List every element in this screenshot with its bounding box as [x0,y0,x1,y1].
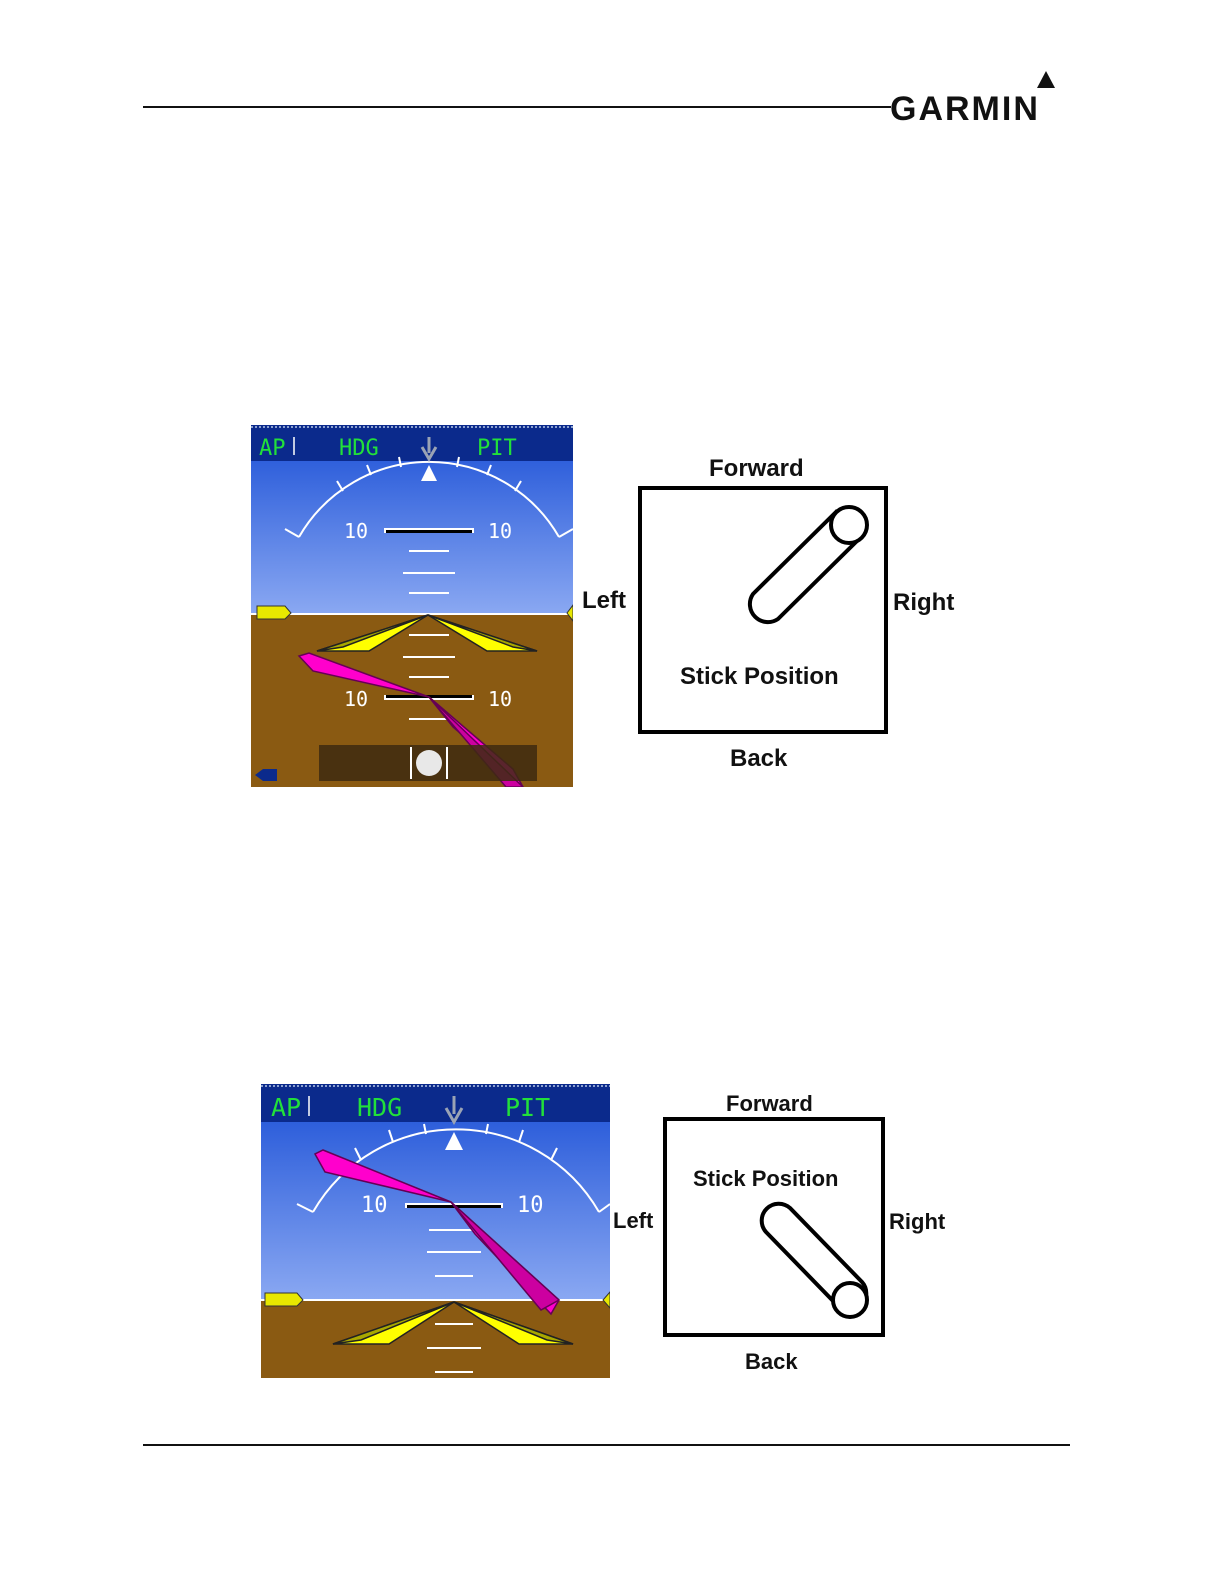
annunciator-pit: PIT [477,436,517,461]
label-back: Back [730,745,788,772]
label-right: Right [889,1209,946,1234]
stick-caption: Stick Position [680,663,839,690]
garmin-wordmark: GARMIN [890,90,1040,124]
annunciator-ap: AP [259,436,286,461]
label-left: Left [613,1208,654,1233]
pfd-display-1: AP HDG PIT 10 [251,425,573,787]
pitch-marker-left [265,1293,303,1306]
label-back: Back [745,1349,798,1374]
stick-icon [750,507,867,622]
pfd-display-2: AP HDG PIT 10 10 [261,1084,610,1378]
label-forward: Forward [709,455,804,482]
garmin-logo: GARMIN [890,68,1070,124]
slip-ball [416,750,442,776]
pitch-marker-left [257,606,291,619]
stick-caption: Stick Position [693,1166,838,1191]
annunciator-pit: PIT [505,1093,550,1122]
pitch-label: 10 [361,1193,388,1218]
stick-diagram-2: Forward Left Right Back Stick Position [606,1086,976,1382]
footer-rule [143,1444,1070,1446]
pitch-label: 10 [344,687,368,711]
label-right: Right [893,589,954,616]
annunciator-bar [261,1084,610,1122]
pitch-label: 10 [488,519,512,543]
header-rule [143,106,891,108]
label-forward: Forward [726,1091,813,1116]
stick-icon [762,1204,867,1317]
stick-diagram-1: Forward Left Right Back Stick Position [576,448,976,778]
label-left: Left [582,587,626,614]
pitch-label: 10 [488,687,512,711]
annunciator-ap: AP [271,1093,301,1122]
annunciator-bar [251,425,573,461]
annunciator-hdg: HDG [339,436,379,461]
annunciator-hdg: HDG [357,1093,402,1122]
pitch-label: 10 [344,519,368,543]
pitch-label: 10 [517,1193,544,1218]
